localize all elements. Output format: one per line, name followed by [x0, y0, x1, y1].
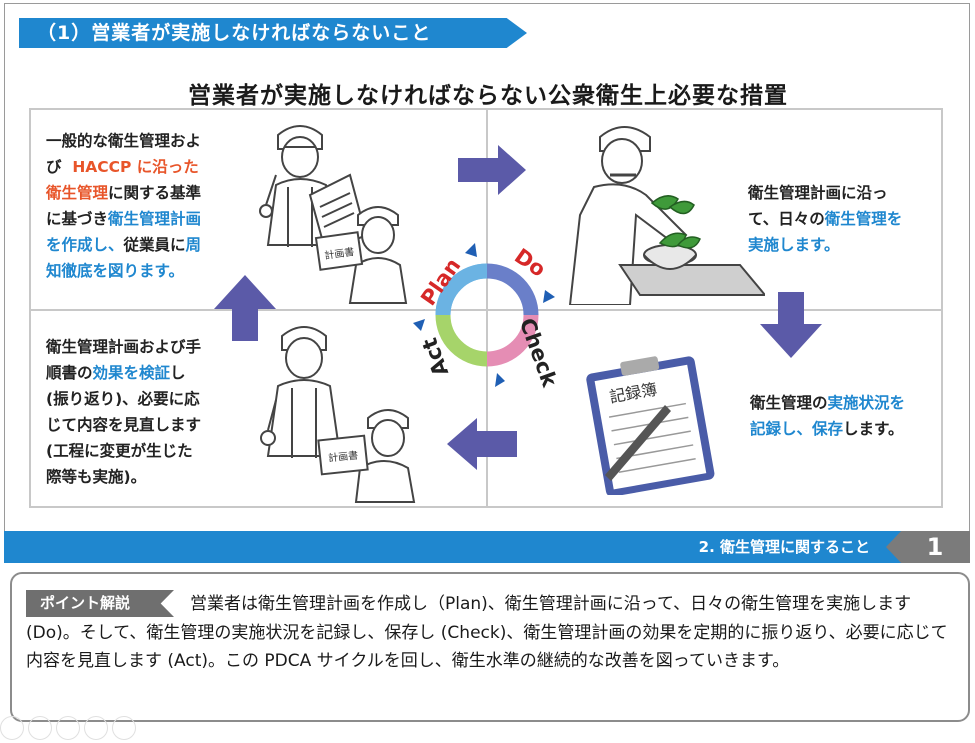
- section-tag: （1）営業者が実施しなければならないこと: [19, 18, 527, 48]
- arrow-plan-to-do: [458, 145, 526, 195]
- cycle-check-label: Check: [515, 315, 562, 391]
- point-box: ポイント解説 営業者は衛生管理計画を作成し（Plan)、衛生管理計画に沿って、日…: [10, 572, 970, 722]
- point-text: 営業者は衛生管理計画を作成し（Plan)、衛生管理計画に沿って、日々の衛生管理を…: [26, 594, 948, 671]
- act-illustration: 計画書: [260, 326, 416, 503]
- control-icon[interactable]: [28, 716, 52, 740]
- control-icon[interactable]: [84, 716, 108, 740]
- viewer-controls[interactable]: [0, 716, 220, 740]
- arrow-act-to-plan: [214, 275, 276, 341]
- act-text: 衛生管理計画および手 順書の効果を検証し (振り返り)、必要に応 じて内容を見直…: [46, 338, 202, 486]
- main-title: 営業者が実施しなければならない公衆衛生上必要な措置: [188, 83, 788, 109]
- pdca-cycle: Plan Do Check Act: [413, 243, 562, 391]
- arrow-check-to-act: [447, 418, 517, 470]
- do-text: 衛生管理計画に沿っ て、日々の衛生管理を 実施します。: [748, 184, 903, 254]
- arrow-do-to-check: [760, 292, 822, 358]
- plan-text: 一般的な衛生管理およ び HACCP に沿った 衛生管理に関する基準 に基づき衛…: [46, 132, 202, 280]
- footer-bar: 2. 衛生管理に関すること 1: [4, 531, 970, 563]
- check-illustration: 記録簿: [586, 356, 715, 495]
- check-text: 衛生管理の実施状況を 記録し、保存します。: [750, 394, 906, 438]
- act-doc-label: 計画書: [328, 448, 359, 464]
- point-label: ポイント解説: [26, 590, 174, 617]
- grid-divider-vertical: [486, 110, 488, 506]
- grid-divider-horizontal: [31, 309, 941, 311]
- pdca-grid: [29, 108, 943, 508]
- page-number: 1: [886, 531, 970, 563]
- plan-doc-label: 計画書: [324, 245, 356, 262]
- plan-illustration: 計画書: [259, 125, 408, 304]
- control-icon[interactable]: [0, 716, 24, 740]
- control-icon[interactable]: [56, 716, 80, 740]
- footer-section-text: 2. 衛生管理に関すること: [698, 538, 870, 556]
- control-icon[interactable]: [112, 716, 136, 740]
- do-illustration: [568, 126, 765, 305]
